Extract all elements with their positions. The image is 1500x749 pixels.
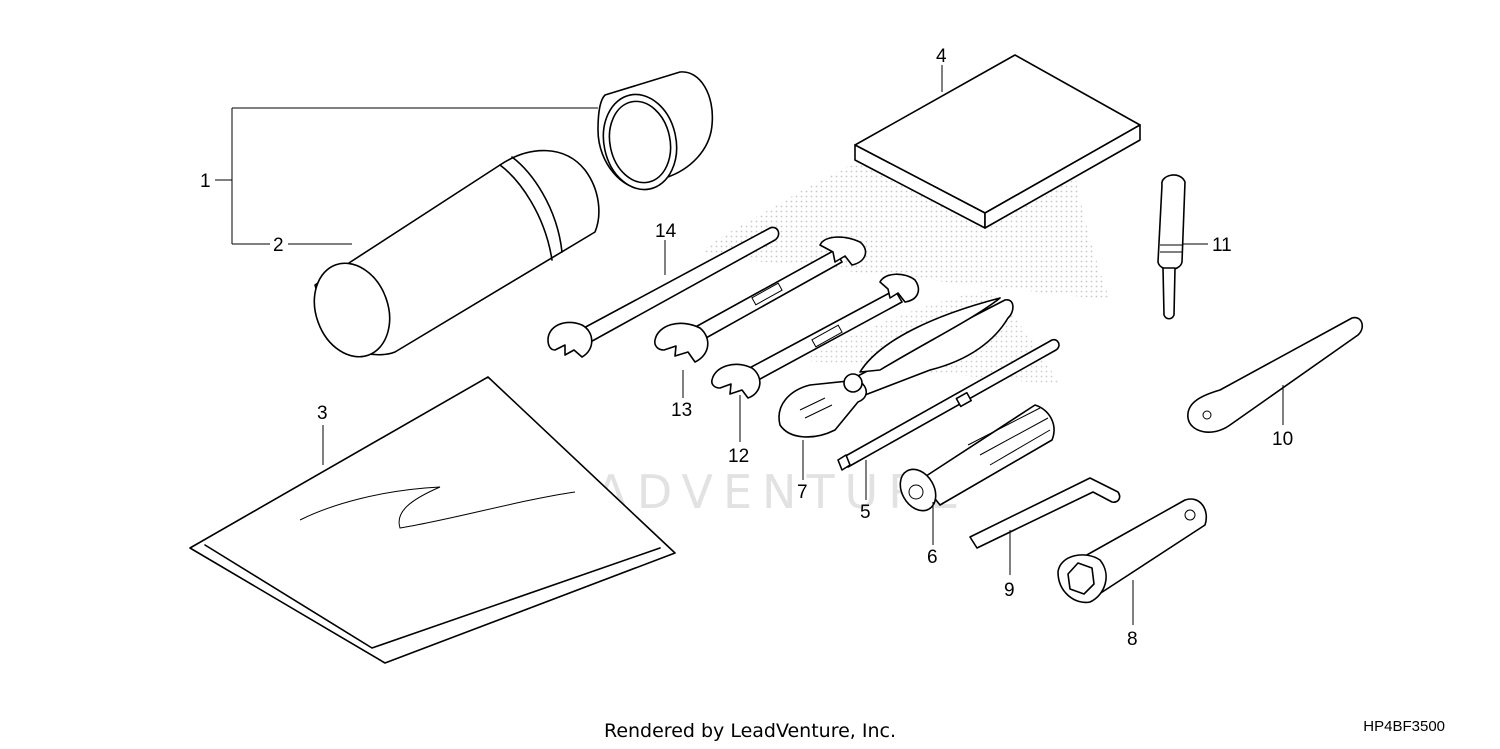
pliers-icon	[778, 297, 1014, 438]
rendered-by-credit: Rendered by LeadVenture, Inc.	[604, 720, 896, 742]
callouts: 1 2 3 4 5 6 7 8 9 10 11 12 13 14	[200, 46, 1293, 650]
diagram-code: HP4BF3500	[1363, 718, 1445, 735]
screwdriver-handle-icon	[899, 404, 1055, 512]
callout-9: 9	[1004, 580, 1015, 601]
callout-3: 3	[317, 403, 328, 424]
callout-8: 8	[1127, 629, 1138, 650]
hex-key-icon	[969, 477, 1121, 549]
manual-book-icon	[854, 54, 1141, 229]
owners-manual-bag-icon	[189, 376, 676, 664]
callout-6: 6	[927, 547, 938, 568]
callout-2: 2	[273, 235, 284, 256]
callout-5: 5	[860, 502, 871, 523]
pin-spanner-icon	[1187, 316, 1364, 433]
callout-11: 11	[1212, 235, 1232, 256]
spark-plug-wrench-icon	[1057, 498, 1207, 604]
callout-13: 13	[671, 400, 692, 421]
open-end-wrench-13-icon	[654, 236, 867, 363]
callout-1: 1	[200, 171, 211, 192]
callout-4: 4	[936, 46, 947, 67]
tool-case-tube-icon	[313, 149, 600, 358]
callout-7: 7	[797, 482, 808, 503]
open-end-wrench-14-icon	[547, 226, 780, 358]
socket-driver-icon	[1157, 174, 1186, 320]
leader-lines	[215, 65, 1284, 625]
open-end-wrench-12-icon	[711, 273, 920, 399]
tool-case-cap-icon	[597, 71, 714, 191]
callout-10: 10	[1272, 429, 1293, 450]
callout-14: 14	[655, 221, 677, 242]
screwdriver-shaft-icon	[837, 338, 1060, 471]
callout-12: 12	[728, 446, 749, 467]
